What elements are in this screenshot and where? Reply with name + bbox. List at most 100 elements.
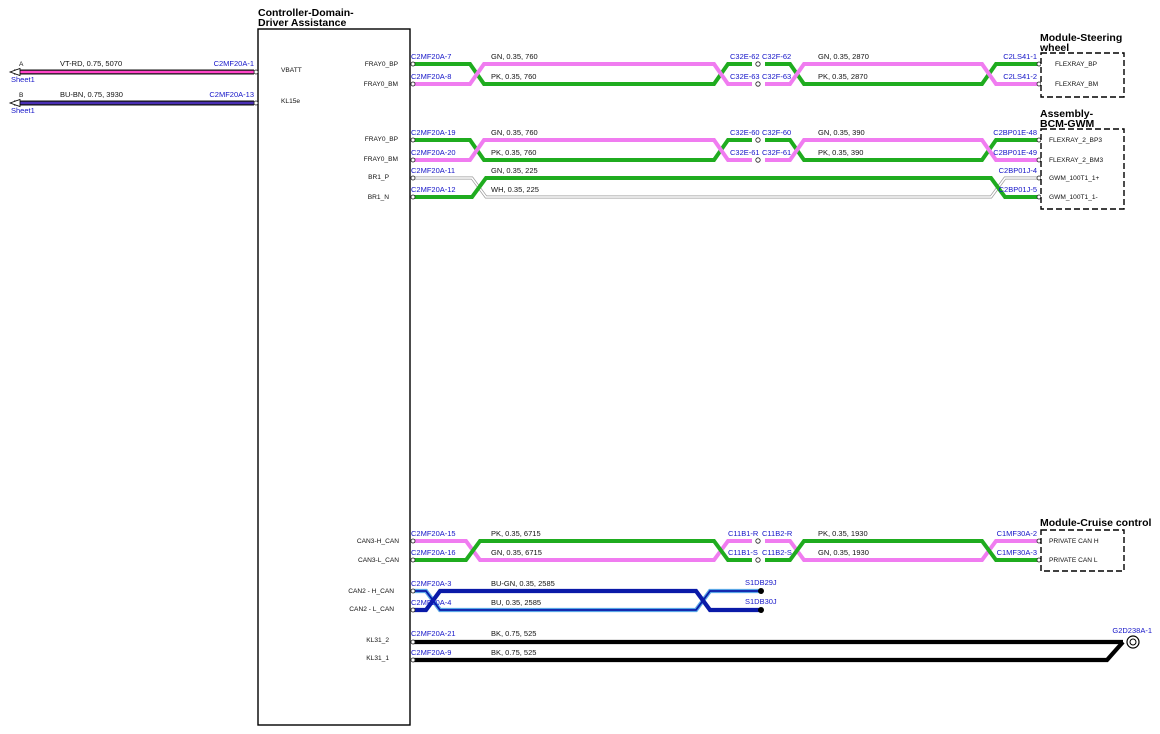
cruise-title: Module-Cruise control [1040, 517, 1152, 529]
can2-dest-h[interactable]: S1DB29J [745, 578, 777, 587]
cruise-splice-l-l[interactable]: C11B1-S [728, 548, 758, 557]
cruise-spec1-l: GN, 0.35, 6715 [491, 548, 542, 557]
bcm-wire-b-right [765, 138, 1039, 162]
power-wire-a[interactable]: A Sheet1 VT-RD, 0.75, 5070 C2MF20A-1 [8, 59, 259, 84]
can2-spec-l: BU, 0.35, 2585 [491, 598, 541, 607]
bcm-pin-bp3: FLEXRAY_2_BP3 [1049, 137, 1102, 144]
cruise-pin-h: PRIVATE CAN H [1049, 538, 1099, 545]
can2-splice-h-icon[interactable] [758, 588, 764, 594]
cruise-wire-h-left [413, 539, 752, 562]
pin-can3-h: CAN3-H_CAN [357, 538, 399, 545]
br1-spec-p: GN, 0.35, 225 [491, 166, 538, 175]
pin-can2-l: CAN2 - L_CAN [349, 606, 394, 613]
ground-wire-kl31-1 [413, 640, 1125, 663]
bcm-splice-r-b[interactable]: C32F-61 [762, 148, 791, 157]
steering-splice-l-a[interactable]: C32E-62 [730, 52, 760, 61]
br1-src-n[interactable]: C2MF20A-12 [411, 185, 456, 194]
can2-src-h[interactable]: C2MF20A-3 [411, 579, 451, 588]
can2-splice-l-icon[interactable] [758, 607, 764, 613]
steering-spec1-a: GN, 0.35, 760 [491, 52, 538, 61]
sheet-arrow-a-icon[interactable] [8, 67, 21, 77]
power-a-connector[interactable]: C2MF20A-1 [214, 59, 254, 68]
bcm-splice-l-a[interactable]: C32E-60 [730, 128, 760, 137]
ground-src-1[interactable]: C2MF20A-9 [411, 648, 451, 657]
power-wire-b[interactable]: B Sheet1 BU-BN, 0.75, 3930 C2MF20A-13 [8, 90, 259, 115]
cruise-wire-l-right [765, 539, 1039, 562]
power-a-letter: A [19, 61, 24, 68]
ground-src-2[interactable]: C2MF20A-21 [411, 629, 456, 638]
bcm-wire-a-right [765, 138, 1039, 162]
steering-splice-l-b[interactable]: C32E-63 [730, 72, 760, 81]
power-b-terminal-icon [253, 100, 259, 106]
ground-wires[interactable]: C2MF20A-21 C2MF20A-9 BK, 0.75, 525 BK, 0… [410, 626, 1152, 663]
bcm-splice-l-b[interactable]: C32E-61 [730, 148, 760, 157]
bcm-dest-a[interactable]: C2BP01E-48 [993, 128, 1037, 137]
steering-src-b-terminal-icon [410, 81, 416, 87]
power-b-sheet-link[interactable]: Sheet1 [11, 106, 35, 115]
br1-dest-n[interactable]: C2BP01J-5 [999, 185, 1037, 194]
pin-can3-l: CAN3-L_CAN [358, 557, 399, 564]
power-a-sheet-link[interactable]: Sheet1 [11, 75, 35, 84]
cruise-splice-r-l[interactable]: C11B2-S [762, 548, 792, 557]
steering-src-a[interactable]: C2MF20A-7 [411, 52, 451, 61]
cruise-dest-l[interactable]: C1MF30A-3 [997, 548, 1037, 557]
cruise-src-l-terminal-icon [410, 557, 416, 563]
steering-module[interactable]: Module-Steering wheel FLEXRAY_BP FLEXRAY… [1039, 32, 1125, 98]
bcm-pin-bm3: FLEXRAY_2_BM3 [1049, 157, 1103, 164]
power-b-spec: BU-BN, 0.75, 3930 [60, 90, 123, 99]
cruise-splice-l-h[interactable]: C11B1-R [728, 529, 759, 538]
br1-spec-n: WH, 0.35, 225 [491, 185, 539, 194]
cruise-module-box [1040, 529, 1125, 572]
bcm-wire-a-left [413, 138, 752, 162]
br1-dest-p[interactable]: C2BP01J-4 [999, 166, 1037, 175]
steering-flexray-wires[interactable]: C2MF20A-7 C2MF20A-8 GN, 0.35, 760 PK, 0.… [410, 52, 1042, 87]
bcm-module[interactable]: Assembly- BCM-GWM FLEXRAY_2_BP3 FLEXRAY_… [1040, 108, 1125, 210]
ground-spec-2: BK, 0.75, 525 [491, 629, 536, 638]
steering-dest-b[interactable]: C2LS41-2 [1003, 72, 1037, 81]
br1-src-p[interactable]: C2MF20A-11 [411, 166, 455, 175]
bcm-spec1-b: PK, 0.35, 760 [491, 148, 536, 157]
steering-splice-r-a[interactable]: C32F-62 [762, 52, 791, 61]
can2-src-l[interactable]: C2MF20A-4 [411, 598, 451, 607]
steering-splice-a-icon[interactable] [755, 61, 761, 67]
bcm-spec2-b: PK, 0.35, 390 [818, 148, 863, 157]
can2-src-h-terminal-icon [410, 588, 416, 594]
br1-src-n-terminal-icon [410, 194, 416, 200]
pin-kl31-1: KL31_1 [366, 655, 389, 662]
cruise-module[interactable]: Module-Cruise control PRIVATE CAN H PRIV… [1040, 517, 1152, 572]
bcm-splice-b-icon[interactable] [755, 157, 761, 163]
ground-dest[interactable]: G2D238A-1 [1112, 626, 1152, 635]
controller-title-line2: Driver Assistance [258, 17, 346, 29]
cruise-src-l[interactable]: C2MF20A-16 [411, 548, 456, 557]
bcm-splice-a-icon[interactable] [755, 137, 761, 143]
bcm-src-a[interactable]: C2MF20A-19 [411, 128, 456, 137]
cruise-src-h[interactable]: C2MF20A-15 [411, 529, 456, 538]
bcm-br1-wires[interactable]: C2MF20A-11 C2MF20A-12 GN, 0.35, 225 WH, … [410, 166, 1042, 200]
bcm-pin-gwm-plus: GWM_100T1_1+ [1049, 175, 1100, 182]
bcm-wire-b-left [413, 138, 752, 162]
controller-module[interactable]: Controller-Domain- Driver Assistance VBA… [257, 7, 411, 726]
bcm-src-b-terminal-icon [410, 157, 416, 163]
can2-dest-l[interactable]: S1DB30J [745, 597, 777, 606]
power-b-letter: B [19, 92, 24, 99]
cruise-splice-r-h[interactable]: C11B2-R [762, 529, 793, 538]
cruise-wire-h-right [765, 539, 1039, 562]
cruise-dest-h[interactable]: C1MF30A-2 [997, 529, 1037, 538]
steering-dest-a[interactable]: C2LS41-1 [1003, 52, 1037, 61]
power-b-connector[interactable]: C2MF20A-13 [209, 90, 254, 99]
steering-src-b[interactable]: C2MF20A-8 [411, 72, 451, 81]
cruise-can3-wires[interactable]: C2MF20A-15 C2MF20A-16 PK, 0.35, 6715 GN,… [410, 529, 1042, 563]
bcm-splice-r-a[interactable]: C32F-60 [762, 128, 791, 137]
bcm-src-b[interactable]: C2MF20A-20 [411, 148, 456, 157]
steering-title-line1: Module-Steering [1040, 32, 1122, 44]
can2-wires[interactable]: C2MF20A-3 C2MF20A-4 BU-GN, 0.35, 2585 BU… [410, 578, 777, 613]
steering-spec2-a: GN, 0.35, 2870 [818, 52, 869, 61]
cruise-splice-l-icon[interactable] [755, 557, 761, 563]
bcm-dest-b[interactable]: C2BP01E-49 [993, 148, 1037, 157]
steering-splice-b-icon[interactable] [755, 81, 761, 87]
bcm-flexray-wires[interactable]: C2MF20A-19 C2MF20A-20 GN, 0.35, 760 PK, … [410, 128, 1042, 163]
cruise-splice-h-icon[interactable] [755, 538, 761, 544]
steering-spec1-b: PK, 0.35, 760 [491, 72, 536, 81]
sheet-arrow-b-icon[interactable] [8, 98, 21, 108]
steering-splice-r-b[interactable]: C32F-63 [762, 72, 791, 81]
